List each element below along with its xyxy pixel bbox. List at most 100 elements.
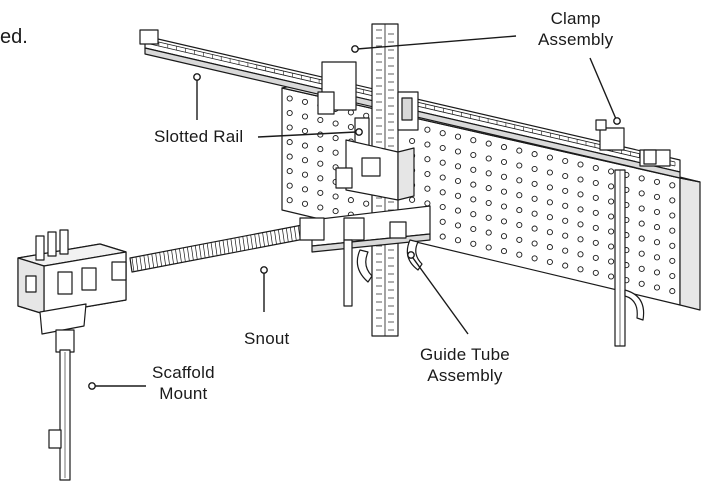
plate-hole (608, 258, 615, 265)
plate-hole (531, 165, 538, 173)
snout-rib (139, 256, 143, 271)
plate-hole (470, 196, 477, 203)
plate-hole (531, 210, 538, 217)
snout-rib (230, 238, 234, 253)
plate-hole (286, 153, 293, 160)
snout-rib (266, 231, 269, 247)
plate-hole (577, 266, 584, 273)
snout-rib (278, 229, 281, 244)
plate-hole (424, 185, 431, 192)
plate-hole (470, 151, 477, 159)
plate-hole (669, 182, 676, 189)
plate-hole (562, 262, 569, 269)
plate-hole (470, 181, 477, 188)
plate-hole (485, 170, 492, 177)
plate-hole (439, 218, 446, 225)
snout-rib (187, 247, 190, 262)
plate-hole (332, 193, 339, 200)
plate-hole (363, 200, 370, 207)
plate-hole (347, 123, 354, 131)
snout-rib (167, 251, 170, 266)
plate-hole (592, 239, 599, 246)
plate-hole (454, 237, 462, 244)
snout-rib (179, 248, 182, 263)
plate-hole (500, 158, 508, 166)
snout-rib (202, 244, 206, 259)
plate-hole (562, 247, 569, 254)
plate-hole (653, 193, 661, 200)
plate-hole (439, 233, 446, 240)
plate-hole (516, 207, 523, 214)
plate-hole (286, 124, 293, 131)
plate-hole (470, 225, 477, 233)
plate-hole (638, 265, 645, 272)
snout-rib (282, 228, 285, 243)
plate-hole (317, 189, 324, 196)
leader-lines (88, 35, 621, 390)
snout-rib (274, 230, 277, 245)
plate-hole (546, 214, 553, 221)
plate-hole (485, 155, 492, 162)
plate-hole (653, 208, 661, 216)
plate-hole (500, 173, 508, 180)
snout-rib (135, 257, 139, 272)
plate-hole (439, 130, 446, 137)
plate-hole (347, 197, 354, 204)
plate-hole (669, 288, 676, 295)
plate-hole (500, 144, 508, 151)
snout-rib (175, 249, 178, 264)
plate-hole (562, 187, 569, 194)
plate-hole (577, 236, 584, 243)
snout-rib (258, 233, 261, 248)
plate-hole (485, 229, 492, 236)
plate-hole (577, 251, 584, 258)
plate-hole (592, 179, 599, 187)
plate-hole (546, 199, 553, 206)
plate-hole (562, 232, 569, 239)
plate-hole (638, 220, 645, 227)
plate-hole (638, 190, 645, 197)
plate-hole (531, 195, 538, 202)
label-guide-tube-assembly: Guide Tube Assembly (420, 344, 510, 386)
snout-rib (163, 251, 167, 266)
plate-hole (439, 203, 446, 211)
plate-hole (439, 159, 446, 166)
snout-rib (218, 241, 222, 256)
plate-hole (454, 192, 462, 199)
plate-hole (516, 236, 523, 243)
plate-hole (653, 224, 661, 231)
plate-hole (301, 98, 309, 105)
plate-hole (409, 137, 416, 145)
plate-hole (317, 146, 324, 153)
plate-hole (454, 148, 462, 155)
plate-hole (516, 147, 523, 154)
plate-hole (317, 160, 324, 167)
snout-rib (198, 244, 202, 260)
plate-hole (653, 284, 661, 291)
plate-hole (500, 248, 508, 255)
plate-hole (577, 206, 584, 213)
plate-hole (516, 162, 523, 169)
plate-hole (638, 280, 645, 287)
plate-hole (546, 154, 553, 161)
plate-hole (286, 168, 293, 175)
label-clamp-assembly-line2: Assembly (538, 30, 614, 49)
plate-hole (500, 233, 508, 240)
plate-hole (485, 140, 492, 147)
plate-hole (439, 144, 446, 152)
plate-hole (424, 156, 431, 163)
snout-rib (183, 247, 186, 263)
snout-rib (242, 236, 246, 251)
plate-hole (500, 203, 508, 210)
plate-hole (562, 202, 569, 209)
clamp-block-left (317, 61, 419, 147)
snout-rib (238, 237, 242, 252)
scaffold-mount-pole (39, 303, 87, 481)
label-scaffold-mount-line1: Scaffold (152, 363, 215, 382)
snout-tube (129, 217, 325, 273)
snout-rib (155, 253, 159, 268)
plate-hole (638, 175, 645, 182)
plate-hole (286, 109, 293, 117)
